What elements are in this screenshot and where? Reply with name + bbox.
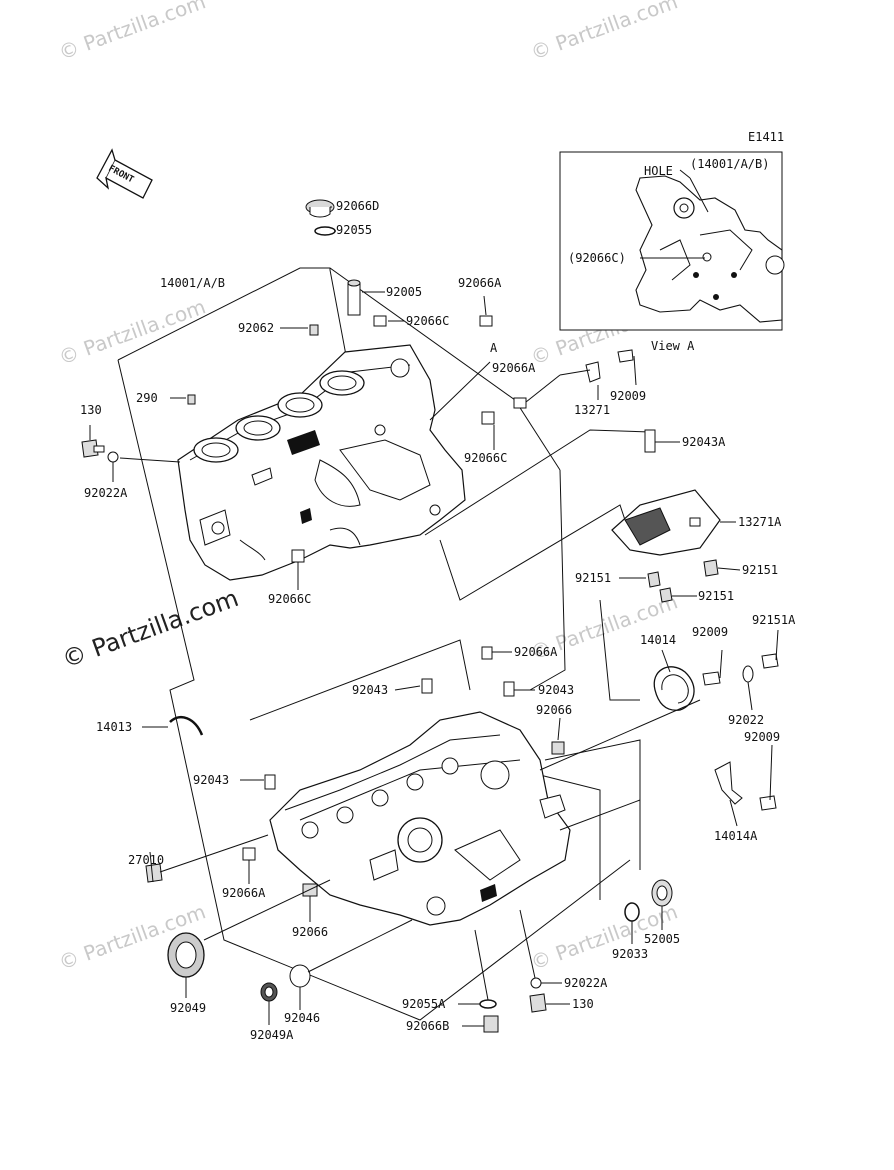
label-14013: 14013 xyxy=(96,720,132,734)
watermark-center: © Partzilla.com xyxy=(58,584,242,674)
label-92066c-low: 92066C xyxy=(268,592,311,606)
dowel-92066c-icon xyxy=(373,315,387,327)
label-92046: 92046 xyxy=(284,1011,320,1025)
label-92066: 92066 xyxy=(536,703,572,717)
plug-92066b-icon xyxy=(483,1015,499,1033)
label-92066a-lower: 92066A xyxy=(514,645,558,659)
bolt-130-icon xyxy=(81,439,99,458)
label-92062: 92062 xyxy=(238,321,274,335)
label-92066-bot: 92066 xyxy=(292,925,328,939)
pin-92043a-icon xyxy=(644,429,656,453)
label-92066a-bot: 92066A xyxy=(222,886,266,900)
view-a-title: View A xyxy=(651,339,695,353)
label-92151a: 92151A xyxy=(752,613,796,627)
label-92043-right: 92043 xyxy=(538,683,574,697)
pin-92062-icon xyxy=(309,324,319,336)
bolt-92009-mid-icon xyxy=(702,671,721,686)
label-92009-top: 92009 xyxy=(610,389,646,403)
label-92005: 92005 xyxy=(386,285,422,299)
label-92151-left: 92151 xyxy=(575,571,611,585)
watermark: © Partzilla.com xyxy=(528,0,681,65)
bolt-92009-low-icon xyxy=(759,795,777,811)
label-92049: 92049 xyxy=(170,1001,206,1015)
washer-92022a-icon xyxy=(107,451,119,463)
plate-13271-icon xyxy=(585,361,601,383)
diagram-code: E1411 xyxy=(748,130,784,144)
label-130-top: 130 xyxy=(80,403,102,417)
label-92043-low: 92043 xyxy=(193,773,229,787)
dowel-92066c-mid-icon xyxy=(481,411,495,425)
label-92009-low: 92009 xyxy=(744,730,780,744)
label-92022: 92022 xyxy=(728,713,764,727)
label-92055: 92055 xyxy=(336,223,372,237)
label-92049a: 92049A xyxy=(250,1028,294,1042)
view-a-crankcase-label: (14001/A/B) xyxy=(690,157,769,171)
bolt-92151-icon xyxy=(659,587,673,603)
label-14014: 14014 xyxy=(640,633,676,647)
label-92066a-mid: 92066A xyxy=(492,361,536,375)
label-52005: 52005 xyxy=(644,932,680,946)
dowel-92066a-lower-icon xyxy=(481,646,493,660)
front-arrow-icon: FRONT xyxy=(96,148,153,199)
bolt-130-bot-icon xyxy=(529,993,547,1013)
lower-crankcase xyxy=(269,711,571,926)
switch-27010-icon xyxy=(145,863,163,883)
washer-92022a-bot-icon xyxy=(530,977,542,989)
dowel-92066c-low-icon xyxy=(291,549,305,563)
label-27010: 27010 xyxy=(128,853,164,867)
guide-14013-icon xyxy=(169,715,204,736)
cover-14014-icon xyxy=(653,666,695,711)
label-13271: 13271 xyxy=(574,403,610,417)
label-92009-mid: 92009 xyxy=(692,625,728,639)
label-92066d: 92066D xyxy=(336,199,379,213)
label-14014a: 14014A xyxy=(714,829,758,843)
bracket-14014a-icon xyxy=(714,761,743,805)
washer-92022-icon xyxy=(742,665,754,683)
label-14001: 14001/A/B xyxy=(160,276,225,290)
dowel-92066a-icon xyxy=(479,315,493,327)
watermark: © Partzilla.com xyxy=(56,0,209,65)
part-labels: 92066D 92055 14001/A/B 92005 92066A 9206… xyxy=(80,199,796,1042)
label-290: 290 xyxy=(136,391,158,405)
dowel-92066a-mid-icon xyxy=(513,397,527,409)
plug-92066-icon xyxy=(551,741,565,755)
bearing-92046-icon xyxy=(289,964,311,988)
pin-92043-icon xyxy=(264,774,276,790)
dowel-92066a-bot-icon xyxy=(242,847,256,861)
pin-92043-icon xyxy=(503,681,515,697)
small-parts xyxy=(81,199,779,1033)
callout-a: A xyxy=(490,341,498,355)
label-92022a-bot: 92022A xyxy=(564,976,608,990)
fitting-92005-icon xyxy=(347,282,361,316)
leader-lines xyxy=(89,206,779,1027)
label-92151-right: 92151 xyxy=(742,563,778,577)
bolt-92151a-icon xyxy=(761,653,779,669)
upper-crankcase xyxy=(177,344,466,581)
watermark: © Partzilla.com xyxy=(56,294,209,369)
label-92066c-mid: 92066C xyxy=(464,451,507,465)
label-130-bot: 130 xyxy=(572,997,594,1011)
jet-290-icon xyxy=(187,394,196,405)
o-ring-92055-icon xyxy=(314,226,336,236)
view-a-inset: HOLE (14001/A/B) (92066C) View A xyxy=(559,151,785,353)
bolt-92151-icon xyxy=(647,571,661,588)
label-92151-low: 92151 xyxy=(698,589,734,603)
label-92066c-top: 92066C xyxy=(406,314,449,328)
label-92022a-top: 92022A xyxy=(84,486,128,500)
label-92043a: 92043A xyxy=(682,435,726,449)
label-92066b: 92066B xyxy=(406,1019,449,1033)
bolt-92151-icon xyxy=(703,559,719,577)
view-a-hole-label: HOLE xyxy=(644,164,673,178)
o-ring-92055a-icon xyxy=(479,999,497,1009)
label-92066a-top: 92066A xyxy=(458,276,502,290)
label-92055a: 92055A xyxy=(402,997,446,1011)
pin-92043-icon xyxy=(421,678,433,694)
view-a-knock-pin-label: (92066C) xyxy=(568,251,626,265)
label-92033: 92033 xyxy=(612,947,648,961)
bolt-92009-icon xyxy=(617,349,634,363)
label-13271a: 13271A xyxy=(738,515,782,529)
label-92043-left: 92043 xyxy=(352,683,388,697)
